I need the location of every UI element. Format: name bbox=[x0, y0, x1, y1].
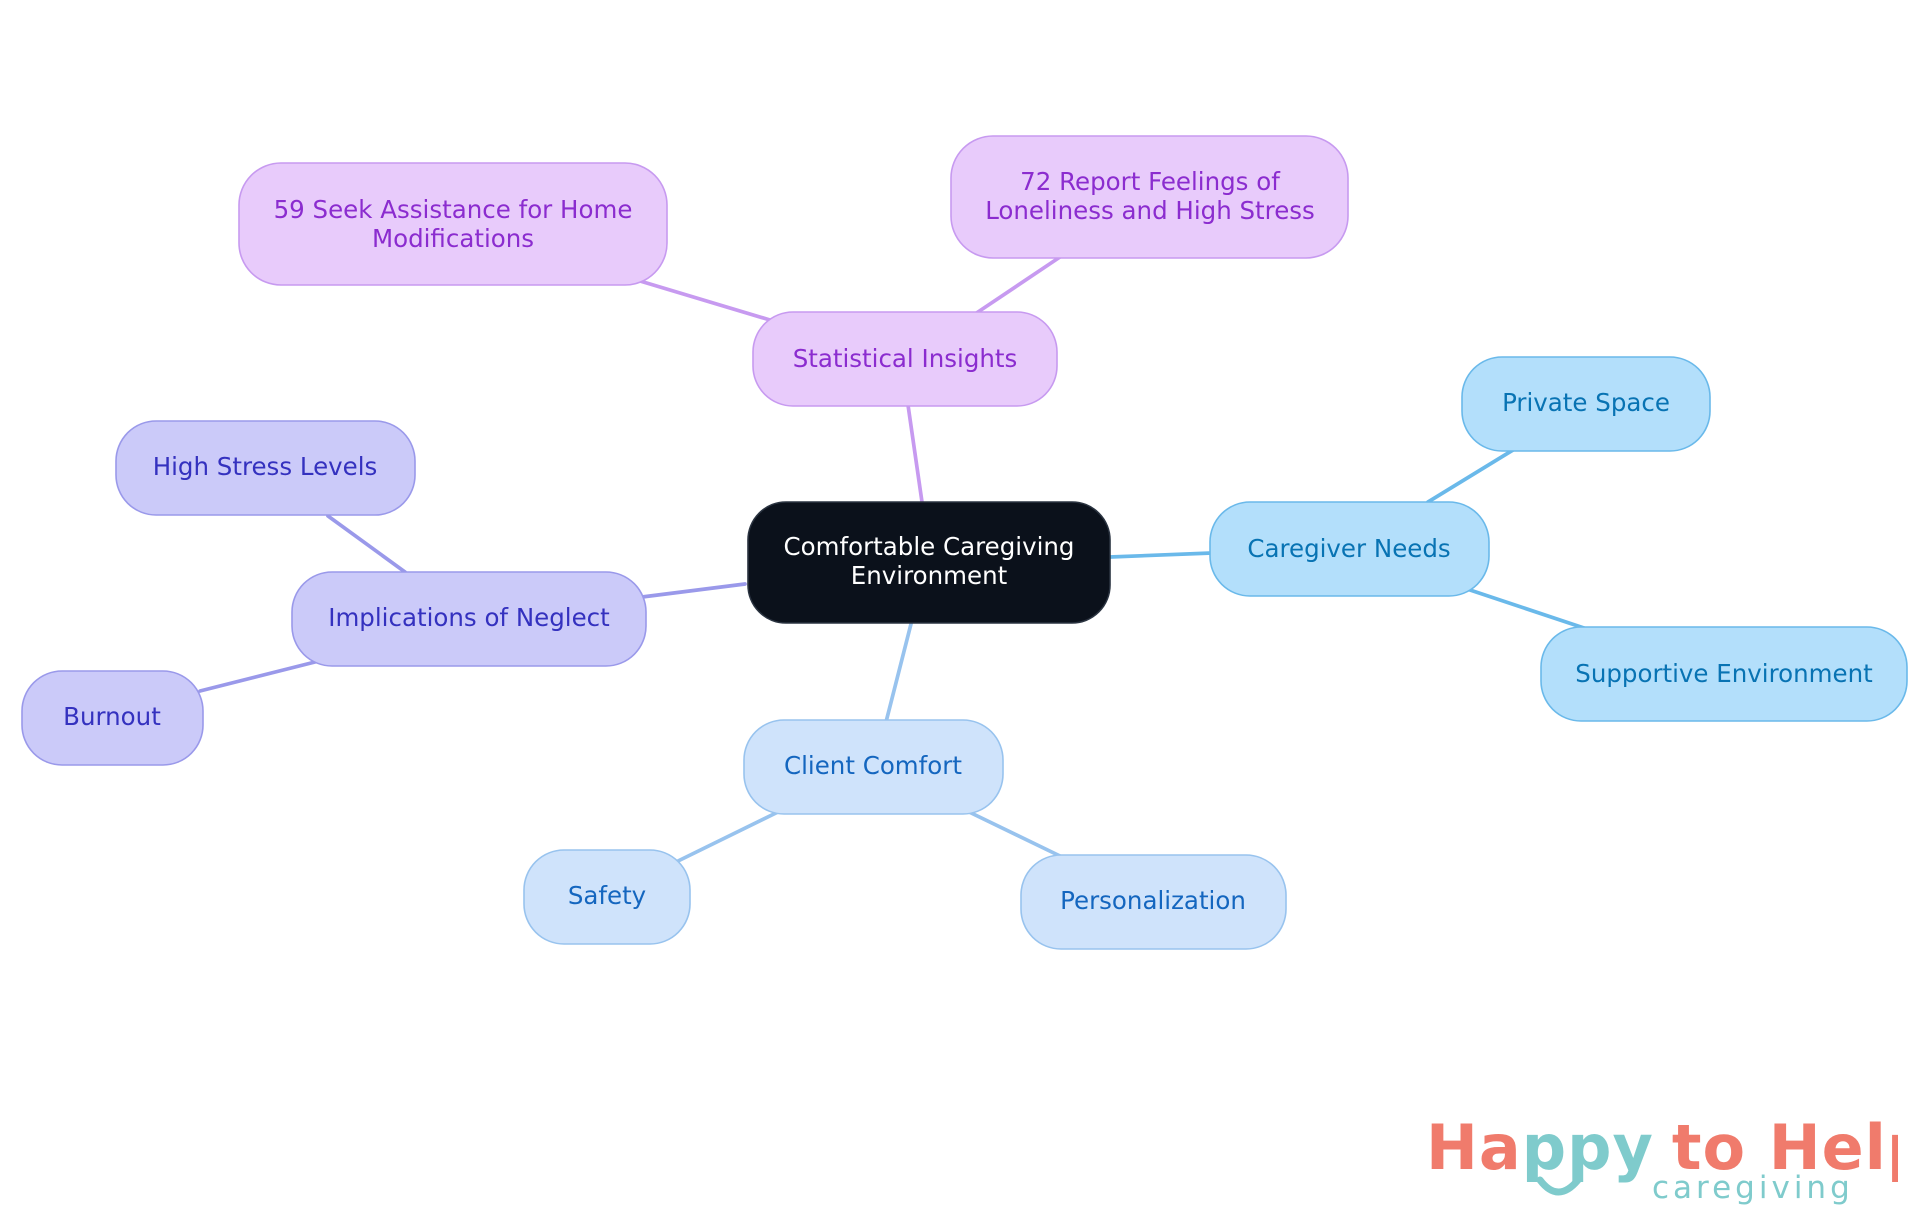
59-seek-assistance-label-line-1: 59 Seek Assistance for Home bbox=[274, 195, 633, 224]
node-personalization: Personalization bbox=[1020, 854, 1287, 950]
node-high-stress-levels: High Stress Levels bbox=[115, 420, 416, 516]
personalization-label: Personalization bbox=[1060, 886, 1246, 915]
center-node-label-line-2: Environment bbox=[851, 561, 1008, 590]
72-report-feelings-label-line-1: 72 Report Feelings of bbox=[1020, 167, 1281, 196]
client-comfort-label: Client Comfort bbox=[784, 751, 962, 780]
node-supportive-environment: Supportive Environment bbox=[1540, 626, 1908, 722]
supportive-environment-label: Supportive Environment bbox=[1575, 659, 1873, 688]
node-caregiver-needs: Caregiver Needs bbox=[1209, 501, 1490, 597]
safety-label: Safety bbox=[568, 881, 646, 910]
edge-caregiver-needs-supportive-environment bbox=[1465, 587, 1592, 632]
node-72-report-feelings: 72 Report Feelings of Loneliness and Hig… bbox=[950, 135, 1349, 259]
edge-center-client-comfort bbox=[884, 618, 914, 724]
implications-of-neglect-label: Implications of Neglect bbox=[328, 603, 610, 632]
edge-caregiver-needs-private-space bbox=[1426, 448, 1515, 504]
logo-tagline: caregiving bbox=[1652, 1170, 1854, 1206]
node-statistical-insights: Statistical Insights bbox=[752, 311, 1058, 407]
center-node-label-line-1: Comfortable Caregiving bbox=[784, 532, 1075, 561]
edge-client-comfort-personalization bbox=[963, 808, 1062, 858]
72-report-feelings-label-line-2: Loneliness and High Stress bbox=[985, 196, 1315, 225]
node-implications-of-neglect: Implications of Neglect bbox=[291, 571, 647, 667]
edge-center-caregiver-needs bbox=[1108, 551, 1214, 559]
edge-implications-burnout bbox=[198, 660, 317, 693]
statistical-insights-label: Statistical Insights bbox=[793, 344, 1018, 373]
edge-center-implications-of-neglect bbox=[640, 582, 747, 599]
edge-statistical-insights-72-report bbox=[973, 255, 1062, 316]
smile-icon bbox=[1536, 1176, 1582, 1196]
edge-implications-high-stress bbox=[326, 514, 407, 574]
node-burnout: Burnout bbox=[21, 670, 204, 766]
burnout-label: Burnout bbox=[63, 702, 161, 731]
59-seek-assistance-label-line-2: Modifications bbox=[372, 224, 534, 253]
edge-client-comfort-safety bbox=[674, 810, 780, 864]
node-59-seek-assistance: 59 Seek Assistance for Home Modification… bbox=[238, 162, 668, 286]
node-client-comfort: Client Comfort bbox=[743, 719, 1004, 815]
node-private-space: Private Space bbox=[1461, 356, 1711, 452]
private-space-label: Private Space bbox=[1502, 388, 1670, 417]
high-stress-levels-label: High Stress Levels bbox=[153, 452, 378, 481]
edge-statistical-insights-59-seek bbox=[638, 279, 772, 322]
caregiver-needs-label: Caregiver Needs bbox=[1247, 534, 1450, 563]
edges bbox=[198, 255, 1592, 864]
edge-center-statistical-insights bbox=[906, 403, 924, 504]
center-node: Comfortable Caregiving Environment bbox=[747, 501, 1111, 624]
node-safety: Safety bbox=[523, 849, 691, 945]
